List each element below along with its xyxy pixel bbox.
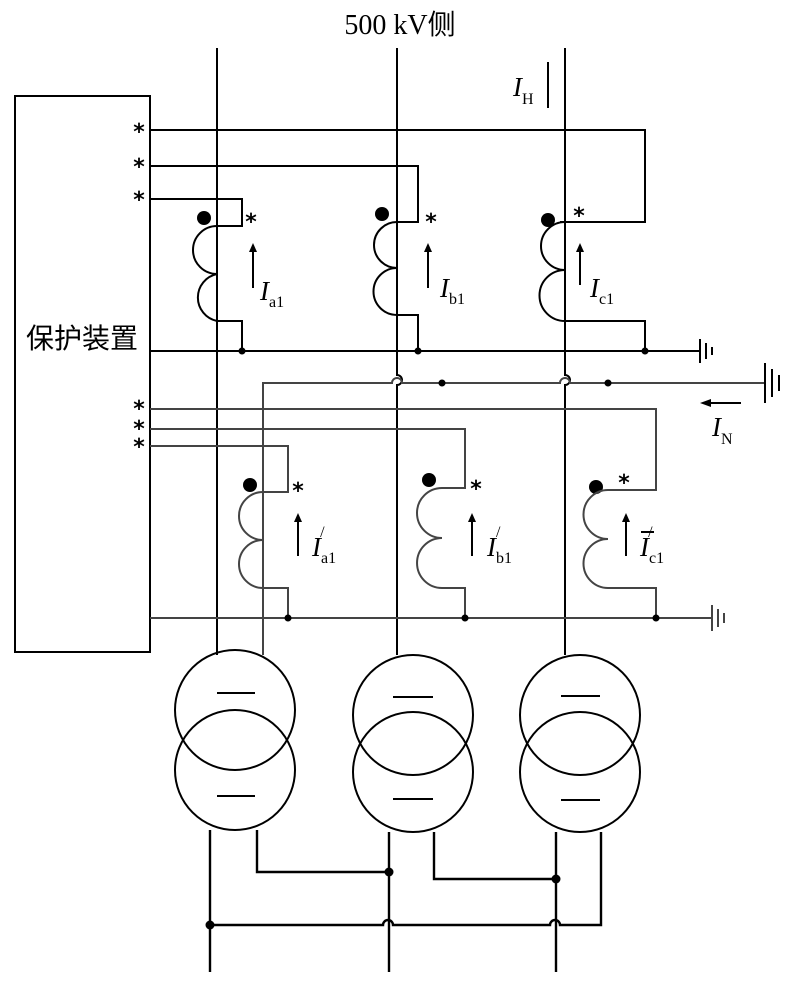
ct-b1-prime: * Ib1/ [416, 473, 512, 589]
ct-b1p-polarity-mark: * [470, 477, 482, 502]
ct-b1p-return [442, 587, 466, 618]
ct-a1-return [217, 320, 243, 351]
protection-device-label: 保护装置 [26, 323, 138, 355]
wire-phase-a-lower [150, 445, 289, 493]
ct-c1: * Ic1 [538, 204, 614, 322]
ct-c1-prime: * Ic1/ [582, 471, 664, 589]
ct-a1p-coil [238, 491, 264, 589]
ct-c1-polarity-dot [541, 213, 555, 227]
ct-b1-polarity-mark: * [425, 210, 437, 235]
ct-a1: * Ia1 [192, 210, 284, 322]
junction-dot [414, 347, 422, 355]
junction-dot [604, 379, 612, 387]
wire-phase-b-lower [150, 428, 466, 489]
polarity-mark: * [133, 397, 145, 422]
polarity-mark: * [133, 120, 145, 145]
polarity-mark: * [133, 155, 145, 180]
in-arrow-head [700, 399, 711, 407]
wire-phase-c-lower [150, 408, 657, 491]
ground-upper [699, 339, 713, 363]
ct-b1: * Ib1 [372, 207, 465, 316]
polarity-mark: * [133, 417, 145, 442]
junction-dot [461, 614, 469, 622]
ct-c1-polarity-mark: * [573, 204, 585, 229]
ct-a1-prime: * Ia1/ [238, 478, 336, 589]
ct-b1p-arrow-head [468, 513, 476, 522]
ct-a1p-return [263, 587, 289, 618]
delta-link-bc [432, 832, 556, 881]
ct-a1-polarity-mark: * [245, 210, 257, 235]
junction-dot [384, 867, 394, 877]
junction-dot [438, 379, 446, 387]
transformer-a [174, 649, 296, 831]
ct-c1p-coil [582, 489, 609, 589]
device-polarity-marks: * * * * * * [133, 120, 145, 460]
current-ih: IH [512, 62, 549, 108]
junction-dot [238, 347, 246, 355]
polarity-mark: * [133, 435, 145, 460]
ct-b1-return [397, 314, 419, 351]
current-ia1-label: Ia1 [259, 276, 284, 311]
delta-link-ab [255, 830, 389, 874]
ct-b1p-polarity-dot [422, 473, 436, 487]
junction-dot [641, 347, 649, 355]
ct-secondary-wiring-lower [150, 408, 725, 631]
ct-b1p-coil [416, 487, 443, 589]
ct-c1-return [565, 320, 646, 351]
current-ic1-label: Ic1 [589, 273, 614, 308]
ct-b1-polarity-dot [375, 207, 389, 221]
ct-a1p-polarity-dot [243, 478, 257, 492]
neutral-bus-line [262, 377, 765, 655]
current-ia1p-label: Ia1/ [311, 524, 336, 567]
transformer-b [352, 654, 474, 833]
ct-a1-arrow-head [249, 243, 257, 252]
wire-phase-c-upper [150, 129, 646, 223]
ct-b1-arrow-head [424, 243, 432, 252]
junction-dot [205, 920, 215, 930]
ct-c1p-arrow-head [622, 513, 630, 522]
current-ih-label: IH [512, 72, 534, 108]
ct-c1-arrow-head [576, 243, 584, 252]
ct-a1p-polarity-mark: * [292, 479, 304, 504]
ct-a1-polarity-dot [197, 211, 211, 225]
ct-c1p-polarity-mark: * [618, 471, 630, 496]
transformer-c-secondary-winding [519, 711, 641, 833]
current-ib1p-label: Ib1/ [486, 524, 512, 567]
transformer-a-secondary-winding [174, 709, 296, 831]
current-ib1-label: Ib1 [439, 273, 465, 308]
junction-dot [284, 614, 292, 622]
transformer-a-primary-winding [174, 649, 296, 771]
protection-device: 保护装置 [14, 95, 151, 653]
diagram-title: 500 kV侧 [344, 9, 455, 41]
ct-b1-coil [372, 221, 398, 316]
transformer-c [519, 654, 641, 833]
polarity-mark: * [133, 188, 145, 213]
current-ic1p-label: Ic1/ [639, 524, 664, 567]
transformer-c-primary-winding [519, 654, 641, 776]
ct-a1-coil [192, 225, 218, 322]
ct-c1-coil [538, 221, 566, 322]
ct-c1p-return [608, 587, 657, 618]
wire-phase-b-upper [150, 165, 419, 223]
current-in-label: IN [711, 412, 733, 448]
junction-dot [652, 614, 660, 622]
junction-dot [551, 874, 561, 884]
transformer-b-secondary-winding [352, 711, 474, 833]
transformer-b-primary-winding [352, 654, 474, 776]
ct-a1p-arrow-head [294, 513, 302, 522]
wire-phase-a-upper [150, 198, 243, 227]
ct-secondary-wiring-upper [150, 129, 700, 355]
delta-link-ca [210, 832, 603, 927]
protection-device-box [14, 95, 151, 653]
neutral-bus: IN [262, 363, 780, 655]
lv-delta-wiring [205, 830, 603, 972]
